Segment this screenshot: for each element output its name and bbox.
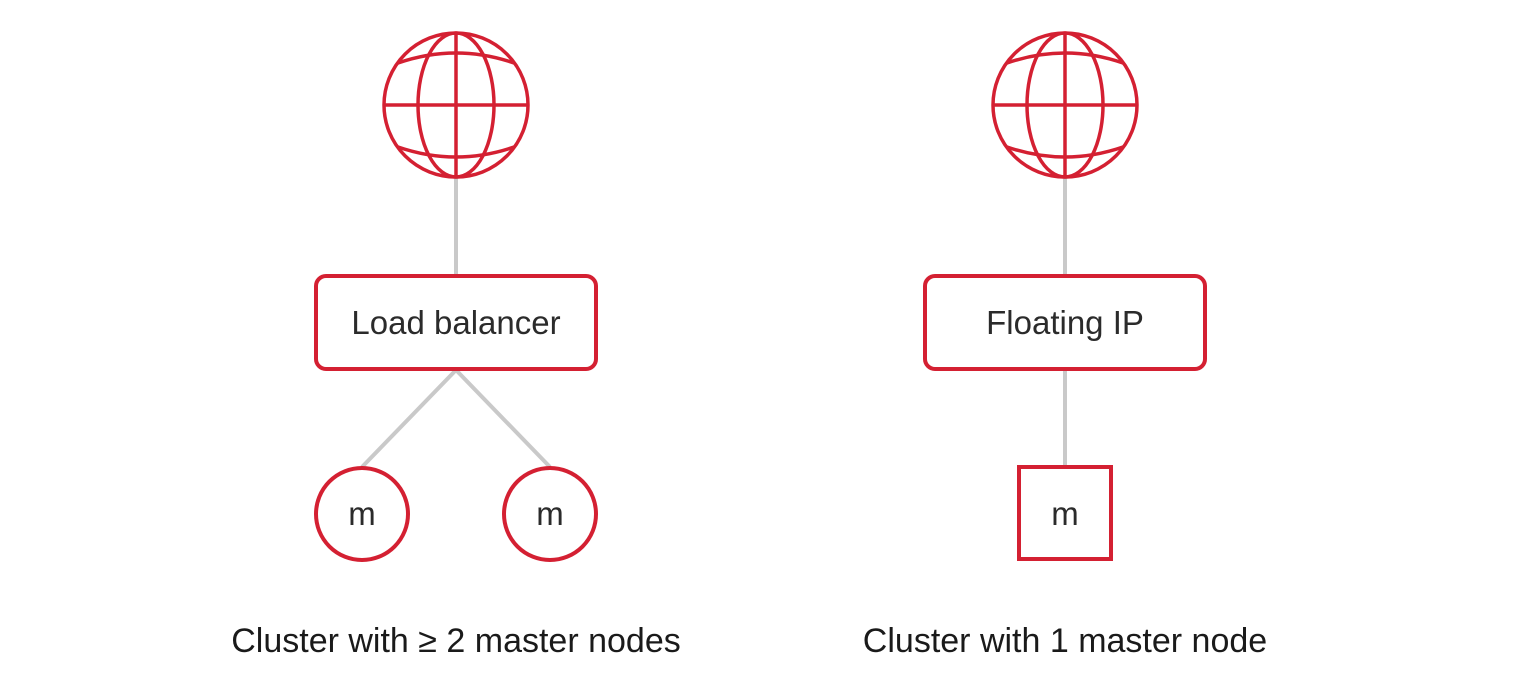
load-balancer-label: Load balancer: [351, 304, 560, 341]
left-node-1-connector: [360, 368, 458, 469]
master-node-square: m: [1017, 465, 1113, 561]
globe-icon: [382, 31, 530, 179]
right-caption: Cluster with 1 master node: [863, 622, 1267, 660]
master-node-circle: m: [314, 466, 410, 562]
master-node-label: m: [536, 495, 564, 532]
master-node-circle: m: [502, 466, 598, 562]
left-caption: Cluster with ≥ 2 master nodes: [231, 622, 681, 660]
left-diagram: Load balancer m m Cluster with ≥ 2 maste…: [231, 31, 681, 660]
floating-ip-box: Floating IP: [923, 274, 1207, 371]
master-node-label: m: [348, 495, 376, 532]
right-diagram: Floating IP m Cluster with 1 master node: [863, 31, 1267, 660]
globe-icon: [991, 31, 1139, 179]
load-balancer-box: Load balancer: [314, 274, 598, 371]
floating-ip-label: Floating IP: [986, 304, 1144, 341]
left-node-2-connector: [454, 368, 552, 469]
master-node-label: m: [1051, 495, 1079, 532]
